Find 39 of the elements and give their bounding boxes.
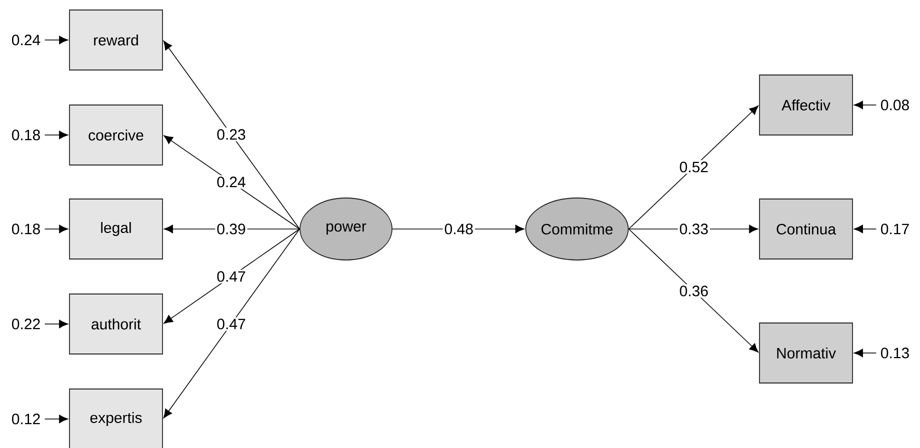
edge-label: 0.47 xyxy=(215,317,248,331)
arrow xyxy=(44,224,68,234)
measured-variable-box: coercive xyxy=(69,104,163,166)
error-variance-value: 0.18 xyxy=(12,130,40,140)
arrow xyxy=(628,228,758,352)
edge-label: 0.24 xyxy=(215,175,248,189)
edge-label: 0.39 xyxy=(215,222,248,236)
arrow xyxy=(164,135,300,230)
measured-variable-box: Continua xyxy=(759,198,853,260)
measured-variable-box: Normativ xyxy=(759,322,853,384)
measured-variable-box: reward xyxy=(69,10,163,70)
arrow xyxy=(164,228,300,324)
arrow xyxy=(44,130,68,140)
edge-label: 0.48 xyxy=(442,222,475,236)
arrow xyxy=(854,100,877,110)
arrow xyxy=(628,106,758,230)
error-variance-value: 0.08 xyxy=(881,100,909,110)
measured-variable-box: authorit xyxy=(69,294,163,354)
edge-label: 0.36 xyxy=(678,284,710,298)
error-variance-value: 0.24 xyxy=(12,34,40,46)
edge-label: 0.52 xyxy=(678,160,710,174)
arrow xyxy=(163,228,300,418)
arrow xyxy=(44,414,68,424)
measured-variable-box: Affectiv xyxy=(759,74,853,136)
arrow xyxy=(44,320,68,328)
arrow xyxy=(44,36,68,44)
arrow xyxy=(163,40,300,230)
arrow xyxy=(854,348,877,358)
error-variance-value: 0.17 xyxy=(881,224,909,234)
edge-label: 0.33 xyxy=(678,222,710,236)
error-variance-value: 0.22 xyxy=(12,318,40,330)
edge-label: 0.47 xyxy=(215,270,248,284)
error-variance-value: 0.13 xyxy=(881,348,909,358)
edge-label: 0.23 xyxy=(215,128,248,142)
measured-variable-box: expertis xyxy=(69,388,163,448)
error-variance-value: 0.12 xyxy=(12,414,40,424)
arrow xyxy=(854,224,877,234)
error-variance-value: 0.18 xyxy=(12,224,40,234)
measured-variable-box: legal xyxy=(69,198,163,260)
